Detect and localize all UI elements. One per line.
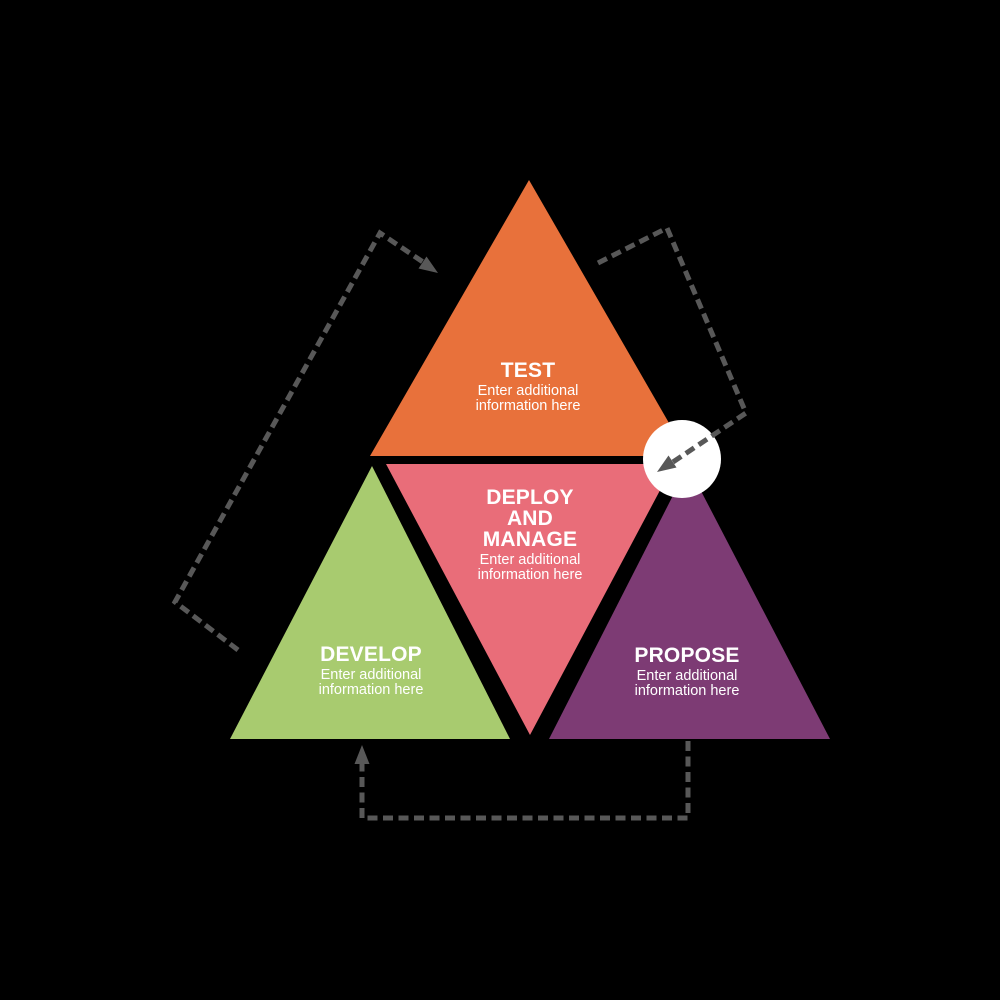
connector-develop-to-test[interactable] (171, 229, 438, 652)
arrowhead-up-icon (354, 745, 370, 764)
triangle-deploy-and-manage[interactable] (386, 464, 674, 735)
connector-propose-to-develop[interactable] (354, 741, 691, 821)
connector-develop-to-test-line (171, 229, 425, 652)
connector-propose-to-develop-line (359, 741, 691, 821)
section-description: Enter additional information here (318, 667, 424, 698)
label-develop[interactable]: DEVELOP Enter additional information her… (311, 644, 431, 698)
label-deploy-and-manage[interactable]: DEPLOY AND MANAGE Enter additional infor… (470, 487, 590, 583)
arrowhead-down-left-icon (657, 455, 677, 472)
connector-test-to-deploy[interactable] (596, 224, 750, 472)
section-title: PROPOSE (634, 644, 740, 667)
arrowhead-down-right-icon (418, 256, 438, 273)
connector-test-to-deploy-line (596, 224, 750, 465)
triangle-develop[interactable] (230, 466, 510, 739)
section-description: Enter additional information here (634, 668, 740, 699)
section-title: DEPLOY AND MANAGE (482, 486, 578, 551)
section-title: TEST (500, 359, 556, 382)
section-title: DEVELOP (320, 643, 422, 666)
label-propose[interactable]: PROPOSE Enter additional information her… (627, 645, 747, 699)
junction-circle (643, 420, 721, 498)
label-test[interactable]: TEST Enter additional information here (468, 360, 588, 414)
section-description: Enter additional information here (475, 383, 581, 414)
triangle-propose[interactable] (549, 466, 830, 739)
section-description: Enter additional information here (477, 552, 583, 583)
triangle-test[interactable] (370, 180, 688, 456)
